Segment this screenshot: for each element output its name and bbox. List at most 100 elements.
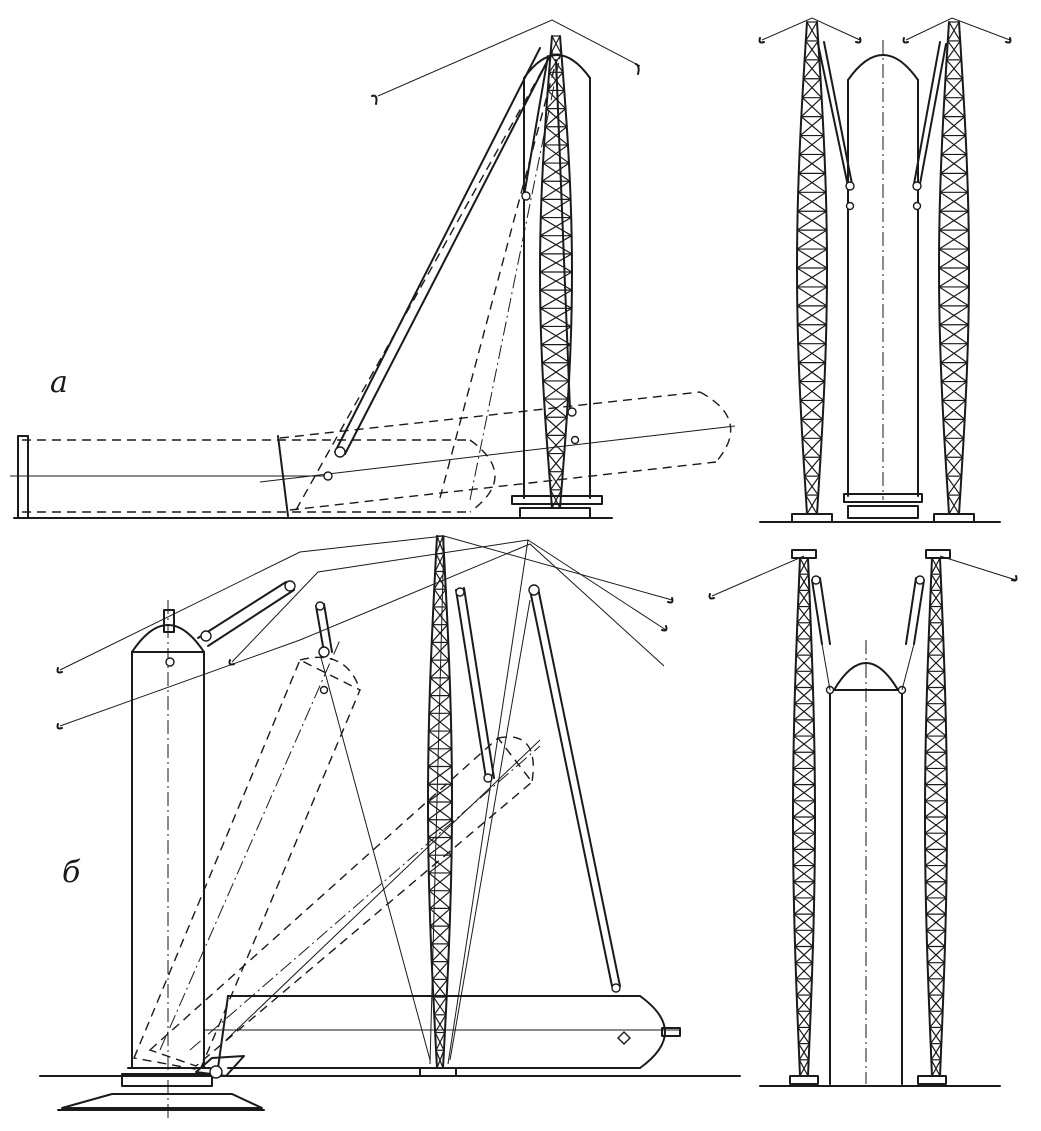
mast-brace: [794, 670, 813, 688]
lattice-mast-a-front-right: [938, 21, 970, 515]
mast-brace: [794, 913, 815, 931]
mast-brace: [802, 456, 820, 477]
mast-brace: [792, 800, 816, 818]
mast-brace: [796, 978, 813, 996]
label-scheme-b: б: [62, 855, 81, 890]
mast-brace: [944, 456, 962, 477]
mast-brace: [930, 1059, 941, 1077]
mast-brace: [800, 418, 823, 439]
mast-brace: [926, 913, 947, 931]
mast-brace: [941, 116, 966, 136]
mast-brace: [548, 453, 565, 473]
mast-brace: [540, 289, 573, 309]
mast-brace: [804, 475, 819, 496]
mast-brace: [806, 494, 819, 515]
mast-brace: [544, 398, 569, 418]
mast-brace: [797, 172, 826, 193]
mast-brace: [434, 553, 445, 572]
mast-brace: [541, 180, 571, 200]
mast-brace: [794, 929, 814, 947]
mast-brace: [924, 832, 948, 850]
mast-brace: [939, 324, 969, 345]
mast-brace: [797, 1010, 812, 1028]
mast-brace: [544, 108, 566, 128]
mast-brace: [427, 766, 453, 785]
panel-b-side-view: [39, 535, 741, 1122]
mast-brace: [432, 996, 447, 1016]
mast-brace: [925, 897, 947, 915]
mast-brace: [539, 235, 572, 255]
mast-brace: [931, 1059, 942, 1077]
mast-brace: [542, 144, 569, 164]
mast-brace: [798, 557, 809, 575]
mast-brace: [432, 978, 448, 998]
mast-brace: [799, 1059, 810, 1077]
mast-brace: [436, 1050, 445, 1069]
mast-brace: [798, 1043, 810, 1061]
mast-brace: [546, 416, 568, 436]
mast-brace: [930, 557, 941, 575]
mast-brace: [435, 535, 444, 554]
mast-brace: [431, 624, 448, 643]
mast-brace: [428, 712, 452, 732]
mast-brace: [938, 248, 970, 269]
mast-brace: [926, 687, 946, 705]
mast-brace: [799, 362, 826, 383]
mast-brace: [928, 978, 945, 996]
mast-brace: [925, 703, 946, 721]
lattice-mast-b-front-right: [924, 557, 948, 1077]
mast-brace: [796, 229, 828, 250]
mast-brace: [434, 1014, 447, 1033]
mast-brace: [546, 108, 568, 128]
mast-brace: [795, 654, 813, 672]
mast-brace: [924, 751, 947, 769]
mast-brace: [930, 1027, 943, 1044]
mast-brace: [547, 434, 567, 454]
mast-base-a: [519, 507, 591, 519]
mast-brace: [804, 59, 822, 80]
mast-brace: [942, 116, 967, 136]
mast-brace: [434, 571, 447, 590]
mast-brace: [543, 144, 570, 164]
mast-brace: [947, 494, 960, 515]
mast-brace: [432, 606, 448, 626]
mast-brace: [792, 832, 816, 850]
mast-brace: [543, 380, 570, 400]
mast-brace: [801, 418, 824, 439]
mast-brace: [944, 59, 962, 80]
mast-brace: [800, 400, 825, 420]
mast-brace: [946, 59, 964, 80]
mast-brace: [795, 962, 813, 980]
mast-brace: [432, 978, 448, 998]
mast-brace: [804, 456, 822, 477]
mast-brace: [926, 929, 946, 947]
mast-brace: [927, 654, 945, 672]
mast-brace: [801, 437, 821, 458]
mast-brace: [945, 437, 965, 458]
mast-brace: [929, 1010, 944, 1028]
mast-brace: [543, 126, 568, 146]
mast-brace: [550, 35, 561, 55]
mast-brace: [539, 253, 573, 273]
mast-brace: [428, 730, 452, 750]
mast-brace: [926, 670, 945, 688]
mast-brace: [428, 836, 453, 856]
mast-brace: [431, 943, 450, 963]
lattice-mast-a: [539, 35, 573, 509]
mast-brace: [796, 994, 812, 1012]
mast-brace: [925, 865, 948, 883]
mast-brace: [541, 162, 570, 182]
mast-brace: [924, 800, 948, 818]
panel-a-front-view: [758, 17, 1012, 523]
mast-brace: [940, 153, 967, 174]
mast-brace: [948, 21, 961, 42]
mast-brace: [941, 135, 967, 155]
mast-brace: [798, 573, 810, 591]
mast-brace: [924, 816, 948, 834]
mast-brace: [802, 59, 820, 80]
mast-brace: [940, 343, 969, 364]
mast-brace: [799, 135, 825, 155]
lattice-mast-b-front-left: [792, 557, 816, 1077]
mast-brace: [542, 362, 571, 382]
